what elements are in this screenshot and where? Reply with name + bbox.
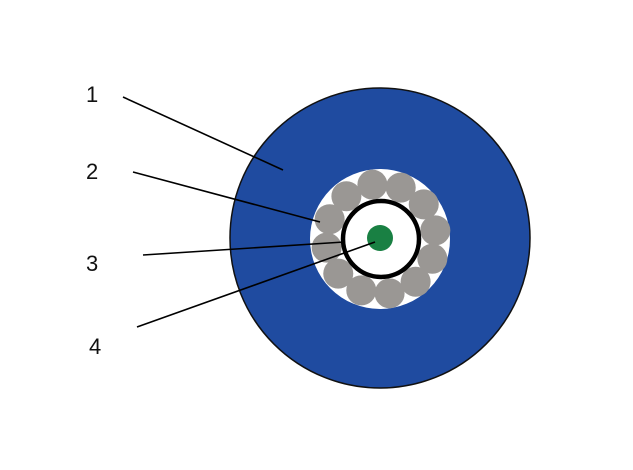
strength-member-strand [311, 232, 342, 263]
label-3: 3 [86, 251, 99, 276]
optical-fiber [367, 225, 393, 251]
strength-member-strand [346, 275, 377, 306]
strength-member-strand [314, 204, 345, 235]
label-4: 4 [89, 334, 102, 359]
strength-member-strand [323, 258, 354, 289]
strength-member-strand [331, 181, 362, 212]
strength-member-strand [420, 215, 451, 246]
strength-members [311, 169, 451, 309]
strength-member-strand [417, 243, 448, 274]
label-2: 2 [86, 159, 99, 184]
strength-member-strand [357, 169, 388, 200]
strength-member-strand [400, 266, 431, 297]
strength-member-strand [385, 172, 416, 203]
strength-member-strand [408, 189, 439, 220]
label-1: 1 [86, 82, 99, 107]
leader-line-1 [122, 96, 284, 171]
leader-line-2 [132, 171, 321, 223]
loose-tube [340, 198, 422, 280]
leader-line-3 [142, 241, 345, 256]
strength-member-strand [374, 278, 405, 309]
leader-line-4 [136, 241, 376, 328]
